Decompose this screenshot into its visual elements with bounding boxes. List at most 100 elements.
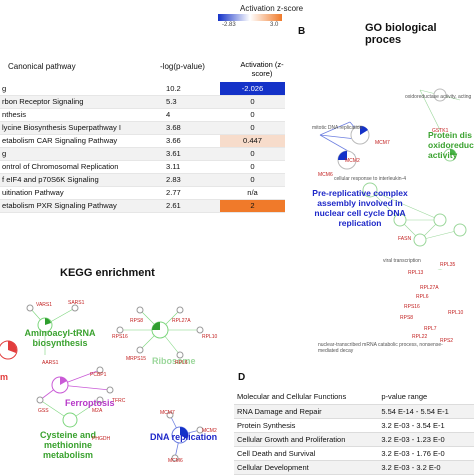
- gene-rpl22: RPL22: [412, 334, 428, 340]
- pathway-name: g: [0, 82, 150, 96]
- mcf-header-pvalue: p-value range: [378, 390, 474, 405]
- pathway-name: uitination Pathway: [0, 186, 150, 200]
- pathway-logp: 2.61: [150, 199, 220, 213]
- function-name: Cellular Growth and Proliferation: [234, 432, 379, 447]
- canonical-pathway-header: Canonical pathway: [8, 62, 76, 71]
- kegg-gene-gss: GSS: [38, 408, 49, 414]
- pathway-zscore: 2: [220, 199, 285, 213]
- pathway-logp: 3.66: [150, 134, 220, 148]
- kegg-term-dnarep: DNA replication: [150, 432, 218, 442]
- logp-header: -log(p-value): [160, 62, 205, 71]
- pathway-name: g: [0, 147, 150, 161]
- pathway-logp: 3.68: [150, 121, 220, 135]
- gene-fasn: FASN: [398, 236, 412, 242]
- zscore-scale-min: -2.83: [222, 22, 236, 28]
- pathway-zscore: 0: [220, 147, 285, 161]
- pathway-zscore: 0: [220, 160, 285, 174]
- pathway-zscore: 0: [220, 95, 285, 109]
- pathway-zscore: 0: [220, 108, 285, 122]
- kegg-gene-tfrc: TFRC: [112, 398, 126, 404]
- kegg-gene-sars1: SARS1: [68, 300, 85, 306]
- molecular-functions-table: Molecular and Cellular Functions p-value…: [234, 390, 474, 475]
- kegg-gene-aars1: AARS1: [42, 360, 59, 366]
- gene-rpl10: RPL10: [448, 310, 464, 316]
- pathway-name: ontrol of Chromosomal Replication: [0, 160, 150, 174]
- pathway-logp: 5.3: [150, 95, 220, 109]
- pathway-name: etabolism CAR Signaling Pathway: [0, 134, 150, 148]
- kegg-gene-phgdh: PHGDH: [92, 436, 111, 442]
- pathway-name: rbon Receptor Signaling: [0, 95, 150, 109]
- kegg-gene-mrps15: MRPS15: [126, 356, 147, 362]
- function-pvalue: 3.2 E-03 - 3.2 E-0: [378, 460, 474, 475]
- kegg-term-ferroptosis: Ferroptosis: [65, 398, 115, 408]
- pathway-logp: 4: [150, 108, 220, 122]
- mcf-header-function: Molecular and Cellular Functions: [234, 390, 379, 405]
- kegg-gene-rpl6: RPL6: [175, 360, 188, 366]
- panel-d-letter: D: [238, 372, 246, 383]
- zscore-scale-max: 3.0: [270, 22, 279, 28]
- kegg-gene-mcm7: MCM7: [160, 410, 175, 416]
- go-label-oxidoreductase: oxidoreductase activity, acting: [405, 94, 472, 100]
- kegg-title: KEGG enrichment: [60, 267, 155, 279]
- pathway-logp: 3.61: [150, 147, 220, 161]
- zscore-color-bar: [218, 14, 282, 21]
- go-term-prerep: Pre-replicative complex assembly involve…: [312, 188, 408, 228]
- gene-mcm7: MCM7: [375, 140, 390, 146]
- kegg-term-aminoacyl: Aminoacyl-tRNA biosynthesis: [24, 328, 96, 348]
- kegg-gene-mcm2: MCM2: [202, 428, 217, 434]
- pathway-logp: 2.83: [150, 173, 220, 187]
- function-pvalue: 3.2 E-03 - 3.54 E-1: [378, 418, 474, 433]
- gene-rpl6: RPL6: [416, 294, 429, 300]
- gene-gstk1: GSTK1: [432, 128, 449, 134]
- pathway-name: lycine Biosynthesis Superpathway I: [0, 121, 150, 135]
- zscore-scale-title: Activation z-score: [240, 4, 304, 13]
- function-name: Cell Death and Survival: [234, 446, 379, 461]
- go-title: GO biological proces: [365, 22, 437, 46]
- pathway-logp: 10.2: [150, 82, 220, 96]
- gene-mcm6: MCM6: [318, 172, 333, 178]
- gene-rps2: RPS2: [440, 338, 454, 344]
- pathway-name: etabolism PXR Signaling Pathway: [0, 199, 150, 213]
- pathway-logp: 2.77: [150, 186, 220, 200]
- kegg-gene-pcbp1: PCBP1: [90, 372, 107, 378]
- function-name: Protein Synthesis: [234, 418, 379, 433]
- kegg-gene-mcm6: MCM6: [168, 458, 183, 464]
- function-pvalue: 5.54 E-14 - 5.54 E-1: [378, 404, 474, 419]
- kegg-gene-rps16: RPS16: [112, 334, 128, 340]
- function-pvalue: 3.2 E-03 - 1.76 E-0: [378, 446, 474, 461]
- kegg-gene-mat2: M2A: [92, 408, 103, 414]
- function-name: Cellular Development: [234, 460, 379, 475]
- function-pvalue: 3.2 E-03 - 1.23 E-0: [378, 432, 474, 447]
- go-term-protein-dis: Protein dis oxidoreduc activity: [428, 130, 474, 160]
- gene-rpl35: RPL35: [440, 262, 456, 268]
- kegg-gene-rpl27a: RPL27A: [172, 318, 191, 324]
- kegg-gene-rps8: RPS8: [130, 318, 144, 324]
- go-label-interleukin: cellular response to interleukin-4: [334, 176, 406, 182]
- kegg-term-cysteine: Cysteine and methionine metabolism: [39, 430, 97, 460]
- zscore-header: Activation (z-score): [240, 60, 284, 78]
- pathway-zscore: 0.447: [220, 134, 285, 148]
- kegg-gene-vars1: VARS1: [36, 302, 53, 308]
- gene-rpl13: RPL13: [408, 270, 424, 276]
- pathway-name: f eIF4 and p70S6K Signaling: [0, 173, 150, 187]
- kegg-network: [0, 304, 204, 462]
- pathway-zscore: 0: [220, 173, 285, 187]
- gene-rpl7: RPL7: [424, 326, 437, 332]
- go-network: [319, 88, 467, 270]
- gene-rps8: RPS8: [400, 315, 414, 321]
- function-name: RNA Damage and Repair: [234, 404, 379, 419]
